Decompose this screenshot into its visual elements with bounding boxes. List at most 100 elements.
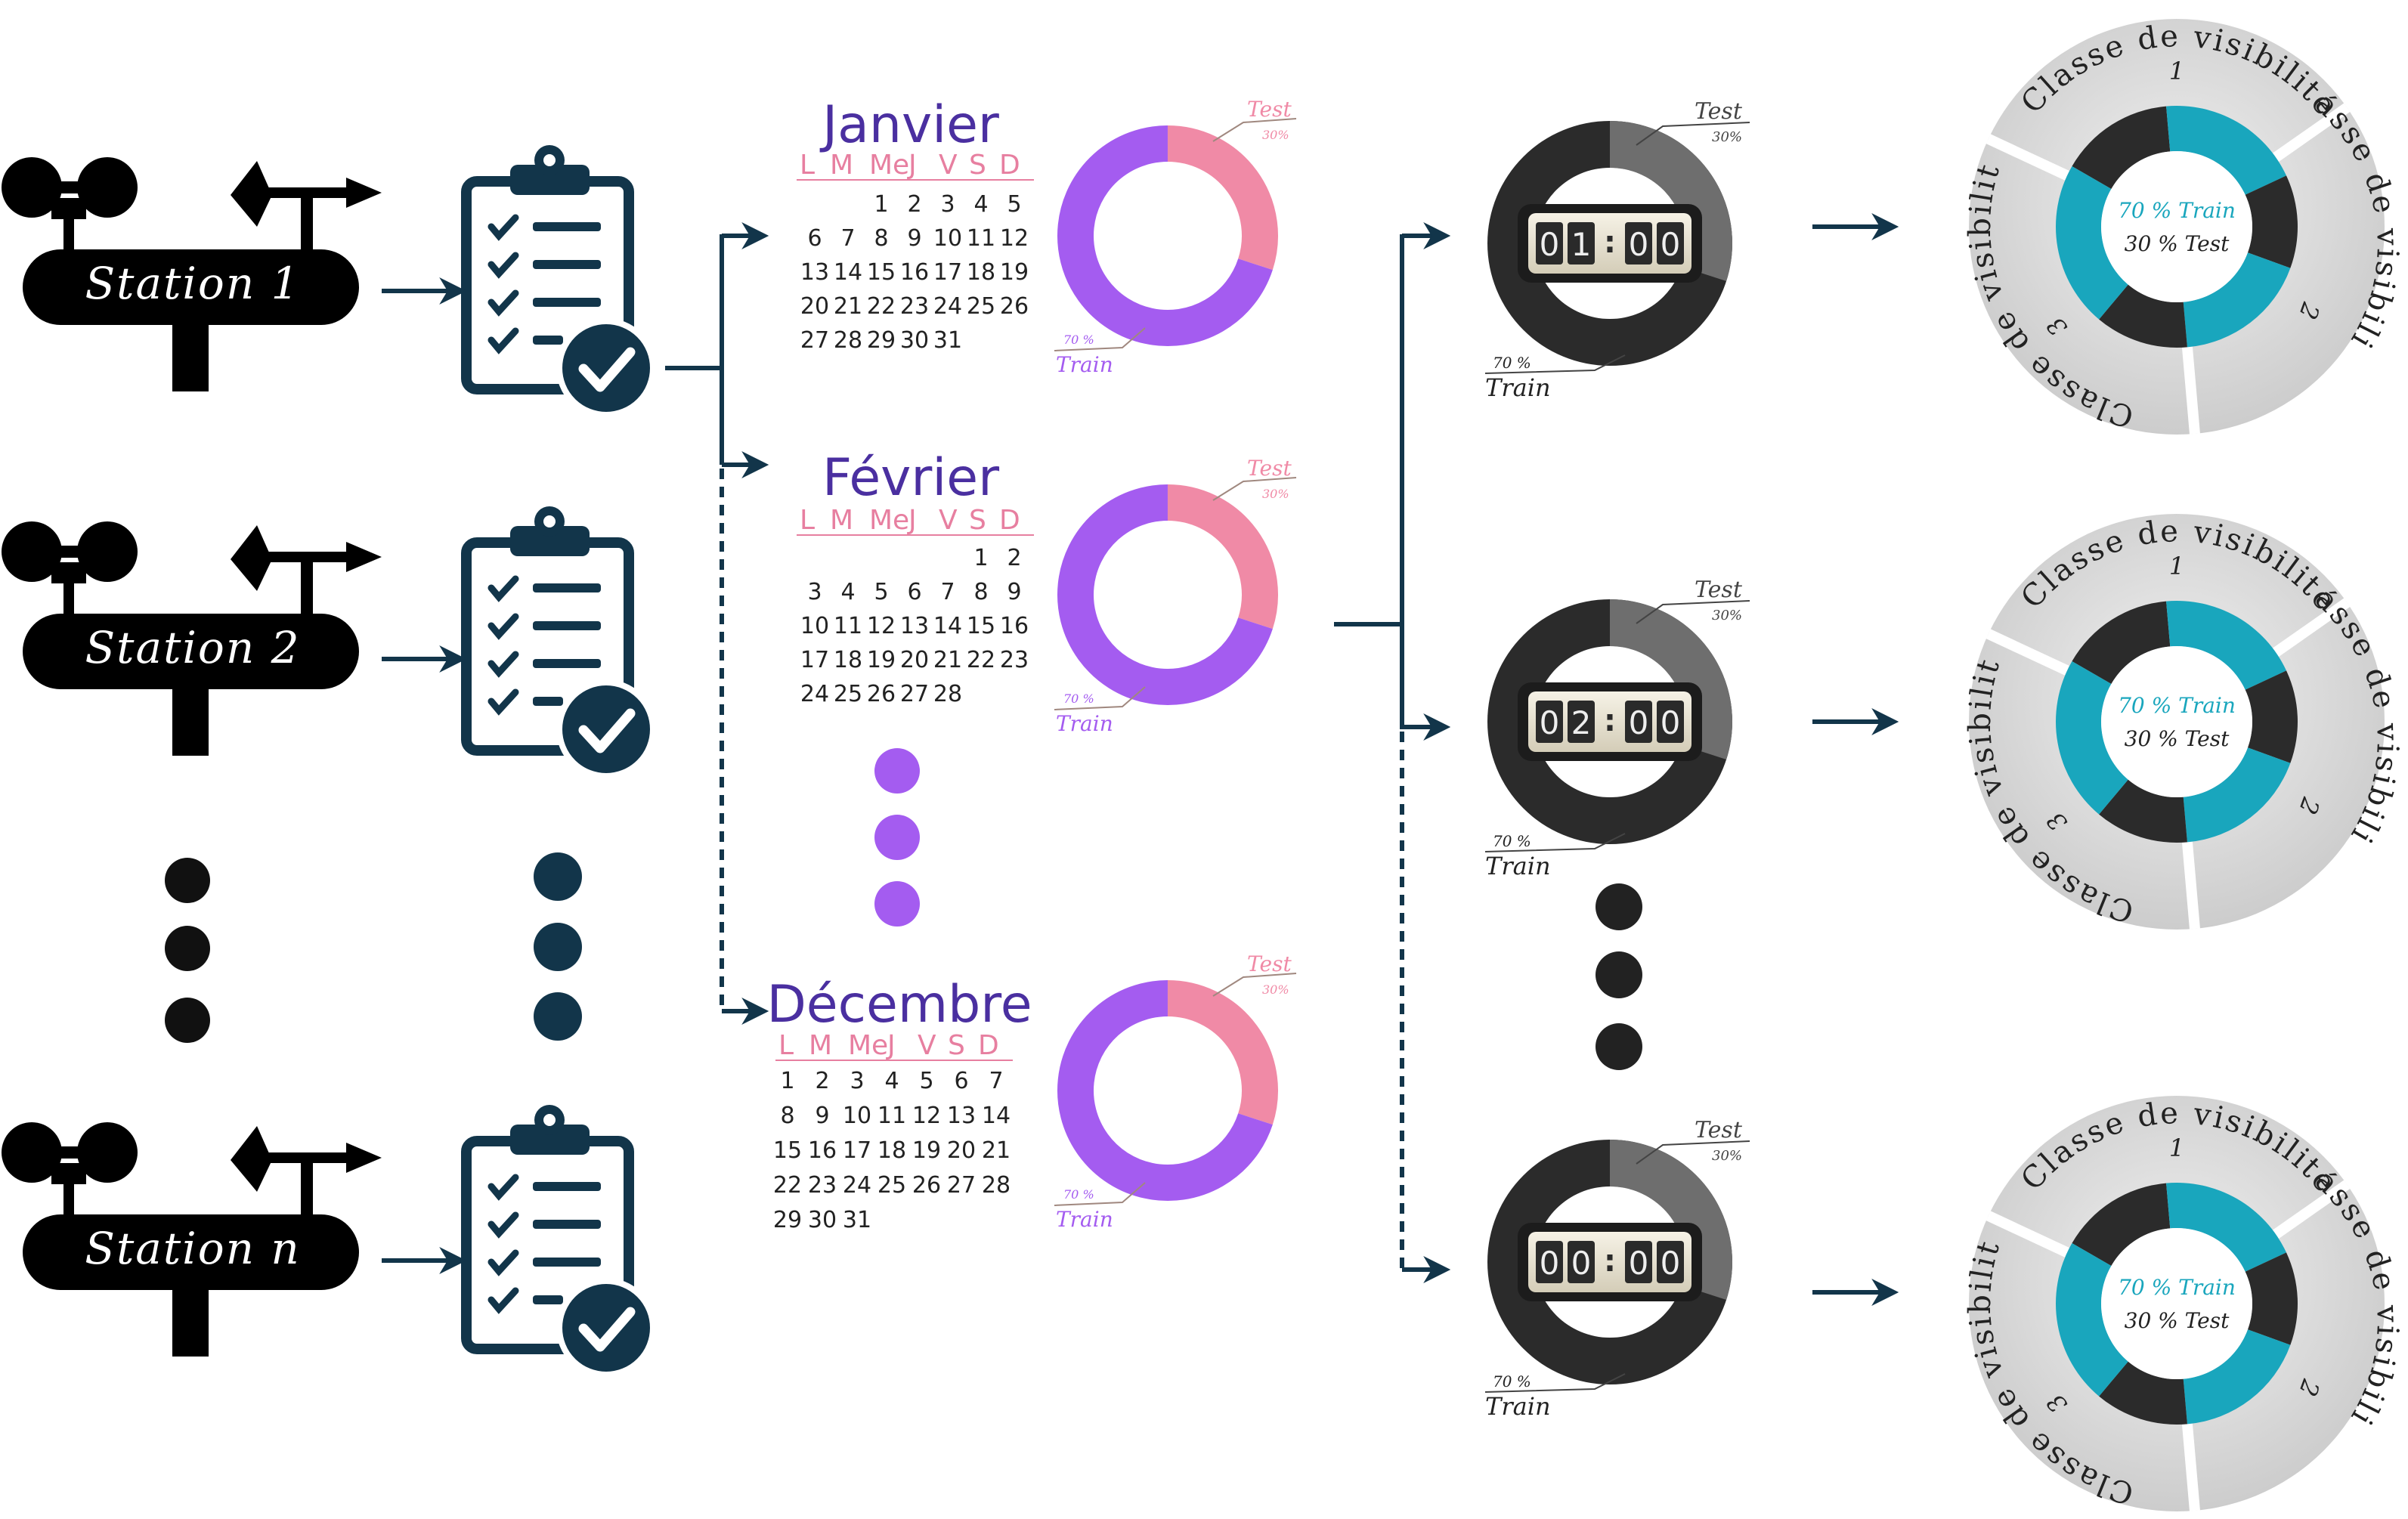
wheel-separator	[2181, 346, 2200, 435]
weather-station-icon: Station n	[2, 1122, 382, 1357]
checklist-line	[533, 1220, 601, 1229]
test-slice	[1167, 125, 1278, 271]
check-mark-icon	[578, 1307, 636, 1352]
ellipsis-dot	[874, 881, 920, 927]
station-body	[23, 249, 359, 325]
anemometer-cup	[77, 1122, 138, 1183]
check-mark-icon	[487, 651, 519, 678]
station-body	[23, 614, 359, 689]
calendar-day: 12	[867, 613, 896, 639]
wheel-segment	[2056, 1243, 2128, 1397]
calendar-day: 10	[843, 1103, 871, 1129]
anemometer-hub	[51, 562, 86, 583]
checklist-clipboard-icon	[461, 145, 656, 418]
wind-vane-tail	[231, 1126, 272, 1192]
calendar-day: 26	[867, 681, 896, 707]
calendar-day: 6	[807, 225, 822, 252]
flip-digit-card	[1568, 1241, 1595, 1283]
wind-vane-tail	[231, 525, 272, 591]
leader-line	[1636, 1140, 1750, 1165]
calendar-day: 20	[947, 1137, 976, 1164]
leader-line	[1484, 1373, 1626, 1393]
wheel-segment	[2056, 166, 2128, 320]
station-label: Station n	[85, 1223, 301, 1274]
calendar-day: 7	[989, 1068, 1003, 1094]
calendar-day: 24	[800, 681, 829, 707]
calendar-day: 13	[947, 1103, 976, 1129]
ellipsis-dot	[165, 926, 210, 971]
weekday-label: Me	[869, 505, 909, 536]
calendar-day: 18	[834, 647, 862, 673]
wheel-segment	[2099, 284, 2187, 348]
wheel-segment	[2072, 601, 2171, 684]
wheel-center-train: 70 % Train	[2118, 1275, 2236, 1300]
train-percent: 70 %	[1493, 1372, 1531, 1391]
train-label: Train	[1485, 1392, 1551, 1421]
calendar-day: 21	[933, 647, 962, 673]
calendar-day: 2	[907, 191, 921, 218]
wind-vane-arrow	[346, 178, 382, 208]
train-percent: 70 %	[1063, 333, 1094, 347]
clock-digit: 0	[1629, 704, 1649, 741]
month-branch-connector	[665, 222, 769, 1025]
calendar-day: 29	[867, 327, 896, 354]
anemometer-bar	[30, 546, 106, 558]
train-slice	[1057, 980, 1273, 1201]
test-percent: 30%	[1712, 1148, 1742, 1164]
wheel-separator	[2181, 1423, 2200, 1511]
calendar-day: 19	[867, 647, 896, 673]
test-percent: 30%	[1262, 128, 1289, 142]
wheel-segment	[2166, 1183, 2287, 1272]
clocks-ellipsis	[1596, 883, 1642, 1070]
calendar-day: 18	[877, 1137, 906, 1164]
calendar-day: 17	[933, 259, 962, 286]
calendar-day: 28	[933, 681, 962, 707]
calendar-day: 14	[933, 613, 962, 639]
class-1-number: 1	[2169, 552, 2184, 580]
wheel-center	[2101, 151, 2252, 302]
calendar-day: 5	[874, 579, 888, 605]
calendar-day: 19	[912, 1137, 941, 1164]
test-label: Test	[1695, 98, 1743, 125]
calendar-day: 3	[940, 191, 955, 218]
train-slice	[1057, 484, 1273, 705]
checklist-line	[533, 1295, 563, 1304]
wind-vane-mast	[301, 193, 313, 253]
ellipsis-dot	[1596, 883, 1642, 930]
weekday-label: J	[907, 150, 917, 181]
test-percent: 30%	[1712, 129, 1742, 145]
wheel-segment	[2183, 252, 2291, 348]
wheel-segment	[2099, 1361, 2187, 1425]
leader-line	[1212, 973, 1297, 997]
ellipsis-dot	[874, 748, 920, 794]
wheel-segment	[2183, 1329, 2291, 1425]
leader-line	[1636, 600, 1750, 624]
weekday-label: M	[830, 150, 853, 181]
weekday-label: J	[907, 505, 917, 536]
calendar-day: 12	[912, 1103, 941, 1129]
weekday-label: M	[830, 505, 853, 536]
wheel-separator	[2181, 841, 2200, 930]
calendar-day: 6	[954, 1068, 968, 1094]
clock-colon: :	[1604, 1244, 1616, 1279]
anemometer-mast	[63, 219, 74, 249]
train-percent: 70 %	[1493, 354, 1531, 372]
approved-check-icon	[556, 679, 656, 779]
wind-vane-arrow	[346, 542, 382, 572]
check-mark-icon	[578, 347, 636, 392]
weekday-label: S	[948, 1030, 965, 1061]
anemometer-bar	[30, 181, 106, 193]
wheel-segment	[2166, 106, 2287, 195]
wind-vane-mast	[301, 1158, 313, 1218]
calendar-day: 3	[850, 1068, 864, 1094]
checklist-line	[533, 1258, 601, 1267]
clock-digit: 0	[1571, 1245, 1592, 1282]
month-title: Janvier	[819, 95, 999, 155]
check-mark-icon	[487, 327, 519, 354]
